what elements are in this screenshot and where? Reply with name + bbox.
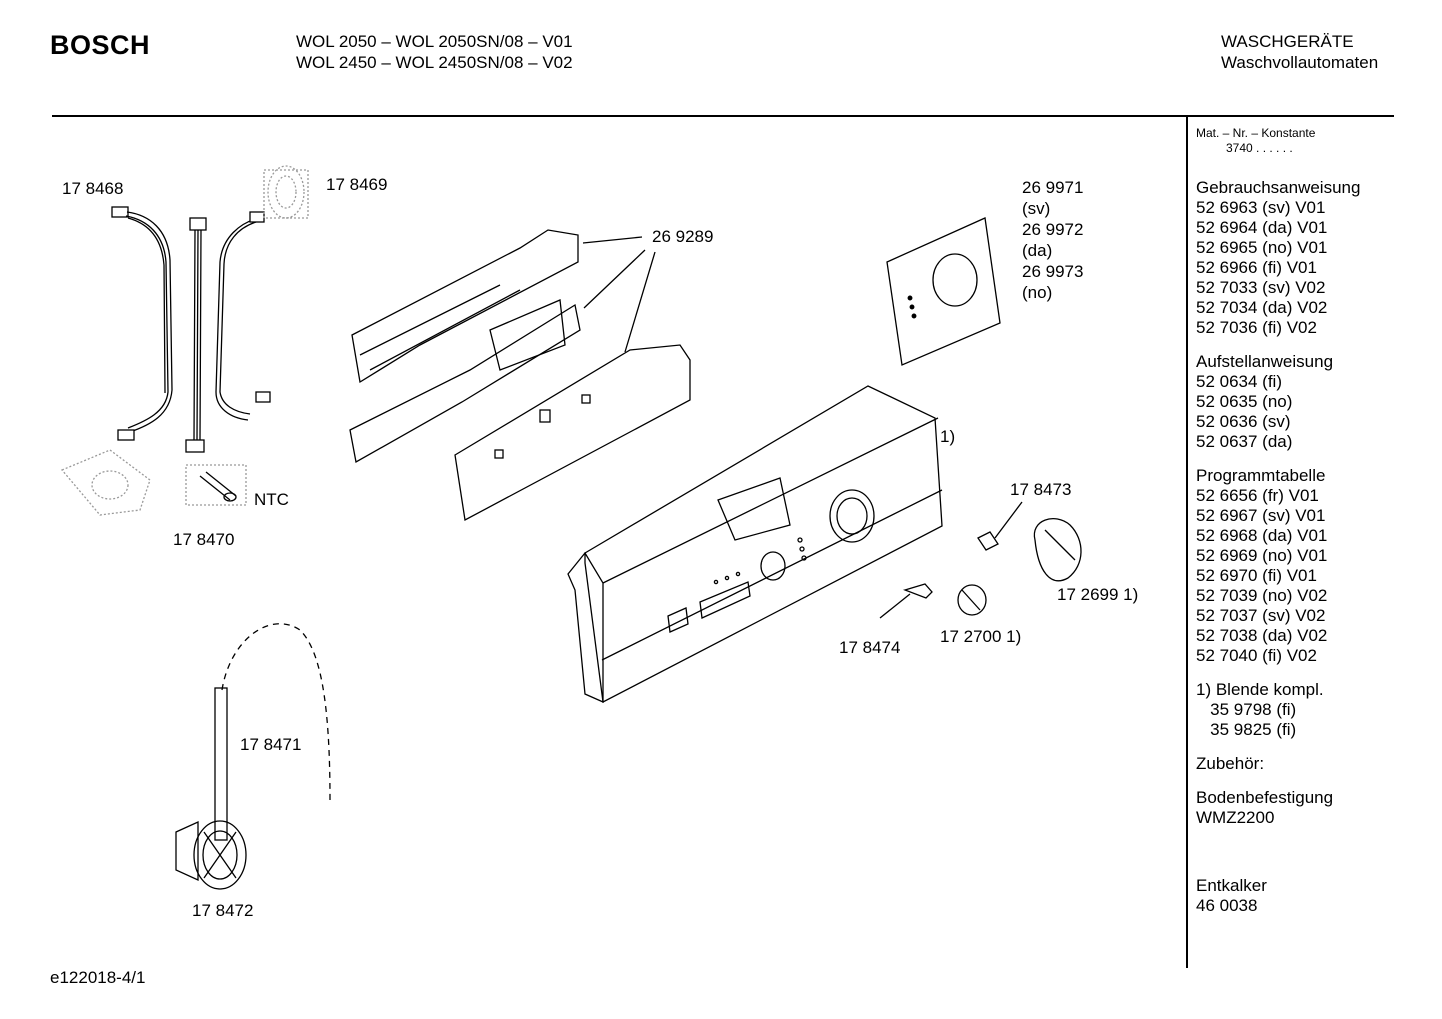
section-item: 52 6963 (sv) V01 bbox=[1196, 198, 1326, 217]
label-178469: 17 8469 bbox=[326, 175, 388, 194]
section-item: 52 0636 (sv) bbox=[1196, 412, 1291, 431]
section-item: 52 6656 (fr) V01 bbox=[1196, 486, 1319, 505]
wiring-harness-left bbox=[111, 206, 271, 453]
mat-label: Mat. – Nr. – Konstante bbox=[1196, 126, 1316, 140]
leader-269289 bbox=[582, 236, 656, 353]
section-item: 52 0634 (fi) bbox=[1196, 372, 1282, 391]
label-178471: 17 8471 bbox=[240, 735, 302, 754]
section-item: 35 9798 (fi) bbox=[1196, 700, 1297, 719]
category: WASCHGERÄTE Waschvollautomaten bbox=[1221, 31, 1378, 73]
label-269971: 26 9971 bbox=[1022, 178, 1084, 197]
label-178473: 17 8473 bbox=[1010, 480, 1072, 499]
section-item: 52 6970 (fi) V01 bbox=[1196, 566, 1317, 585]
section-item: 52 0635 (no) bbox=[1196, 392, 1293, 411]
section-title: Zubehör: bbox=[1196, 754, 1265, 773]
model-line-1: WOL 2050 – WOL 2050SN/08 – V01 bbox=[296, 32, 573, 51]
section-item: 46 0038 bbox=[1196, 896, 1258, 915]
section-item: 35 9825 (fi) bbox=[1196, 720, 1297, 739]
knob-small bbox=[957, 584, 987, 616]
section-item: 52 6969 (no) V01 bbox=[1196, 546, 1328, 565]
model-numbers: WOL 2050 – WOL 2050SN/08 – V01 WOL 2450 … bbox=[296, 31, 573, 73]
label-no: (no) bbox=[1022, 283, 1053, 302]
section-item: 52 6964 (da) V01 bbox=[1196, 218, 1328, 237]
label-sv: (sv) bbox=[1022, 199, 1051, 218]
label-178474: 17 8474 bbox=[839, 638, 901, 657]
parts-sidebar: Mat. – Nr. – Konstante 3740 . . . . . . … bbox=[1196, 126, 1436, 916]
ntc-sensor bbox=[185, 464, 247, 506]
model-line-2: WOL 2450 – WOL 2450SN/08 – V02 bbox=[296, 53, 573, 72]
label-178470: 17 8470 bbox=[173, 530, 235, 549]
brand-logo: BOSCH bbox=[50, 30, 151, 60]
section-item: 52 0637 (da) bbox=[1196, 432, 1293, 451]
label-da: (da) bbox=[1022, 241, 1053, 260]
pressure-hose bbox=[214, 623, 331, 841]
label-ntc: NTC bbox=[254, 490, 289, 509]
section-item: 52 6965 (no) V01 bbox=[1196, 238, 1328, 257]
grey-module-bottom bbox=[60, 449, 151, 516]
section-title: Gebrauchsanweisung bbox=[1196, 178, 1361, 197]
label-269972: 26 9972 bbox=[1022, 220, 1084, 239]
label-269973: 26 9973 bbox=[1022, 262, 1084, 281]
label-footnote-1: 1) bbox=[940, 427, 956, 446]
label-172699: 17 2699 1) bbox=[1057, 585, 1139, 604]
rating-plate bbox=[886, 217, 1001, 366]
label-178468: 17 8468 bbox=[62, 179, 124, 198]
section-item: 52 7038 (da) V02 bbox=[1196, 626, 1328, 645]
sidebar-section: Zubehör: bbox=[1196, 754, 1436, 774]
section-item: 52 7034 (da) V02 bbox=[1196, 298, 1328, 317]
label-269289: 26 9289 bbox=[652, 227, 714, 246]
mat-value: 3740 . . . . . . bbox=[1226, 141, 1293, 155]
section-item: 52 6968 (da) V01 bbox=[1196, 526, 1328, 545]
drawing-code: e122018-4/1 bbox=[50, 968, 146, 987]
pressure-switch bbox=[175, 820, 247, 890]
section-item: 52 6967 (sv) V01 bbox=[1196, 506, 1326, 525]
sidebar-divider bbox=[1186, 117, 1188, 968]
section-item: 52 7036 (fi) V02 bbox=[1196, 318, 1317, 337]
category-line-2: Waschvollautomaten bbox=[1221, 53, 1379, 72]
category-line-1: WASCHGERÄTE bbox=[1221, 32, 1354, 51]
section-item: 52 7039 (no) V02 bbox=[1196, 586, 1328, 605]
label-172700: 17 2700 1) bbox=[940, 627, 1022, 646]
section-item: 52 7033 (sv) V02 bbox=[1196, 278, 1326, 297]
control-panel-fascia bbox=[567, 385, 943, 704]
section-item: WMZ2200 bbox=[1196, 808, 1275, 827]
sidebar-section: 1) Blende kompl. 35 9798 (fi) 35 9825 (f… bbox=[1196, 680, 1436, 740]
light-pipe bbox=[879, 583, 933, 619]
section-title: 1) Blende kompl. bbox=[1196, 680, 1324, 699]
section-item: 52 7040 (fi) V02 bbox=[1196, 646, 1317, 665]
section-item: 52 6966 (fi) V01 bbox=[1196, 258, 1317, 277]
label-178472: 17 8472 bbox=[192, 901, 254, 920]
knob-large bbox=[1033, 518, 1082, 582]
section-title: Bodenbefestigung bbox=[1196, 788, 1334, 807]
section-title: Aufstellanweisung bbox=[1196, 352, 1334, 371]
grey-module-top bbox=[263, 165, 309, 219]
section-title: Programmtabelle bbox=[1196, 466, 1326, 485]
knob-spring bbox=[977, 501, 1023, 551]
section-item: 52 7037 (sv) V02 bbox=[1196, 606, 1326, 625]
electronic-module bbox=[349, 229, 691, 522]
section-title: Entkalker bbox=[1196, 876, 1267, 895]
header-divider bbox=[52, 115, 1394, 117]
